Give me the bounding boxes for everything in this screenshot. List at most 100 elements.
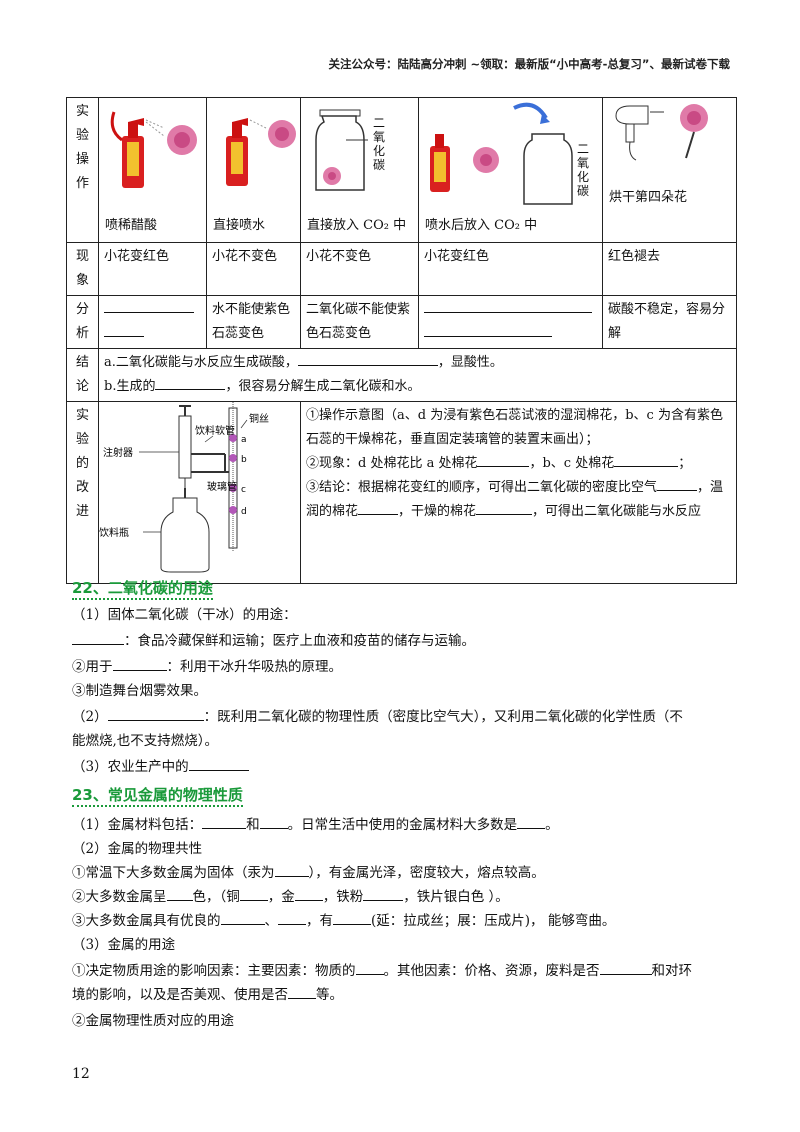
label-syringe: 注射器: [103, 446, 133, 459]
conclusion-cell: a.二氧化碳能与水反应生成碳酸，，显酸性。 b.生成的，很容易分解生成二氧化碳和…: [98, 348, 737, 402]
experiment-label: 喷稀醋酸: [105, 218, 158, 233]
experiment-table: 实验操作 喷稀醋酸 直接喷水: [66, 97, 737, 584]
experiment-label: 烘干第四朵花: [609, 190, 688, 205]
sec22-line-7: （3）农业生产中的: [72, 756, 732, 778]
sec23-line-7: ①决定物质用途的影响因素：主要因素：物质的。其他因素：价格、资源，废料是否和对环: [72, 960, 732, 982]
phenomenon-cell: 小花变红色: [418, 242, 603, 296]
answer-blank[interactable]: [477, 452, 530, 467]
row-head-improvement: 实验的改进: [66, 401, 99, 584]
improvement-diagram-cell: 注射器 饮料软管 铜丝 玻璃管 饮料瓶 a b c d: [98, 401, 301, 584]
label-a: a: [241, 435, 247, 445]
answer-blank[interactable]: [239, 886, 268, 901]
label-drink-bottle: 饮料瓶: [99, 526, 129, 539]
answer-blank[interactable]: [358, 500, 399, 515]
experiment-label: 喷水后放入 CO₂ 中: [425, 218, 538, 233]
sec22-line-6: 能燃烧,也不支持燃烧）。: [72, 733, 219, 749]
co2-bottle-label: 二氧化碳: [577, 142, 590, 198]
answer-blank[interactable]: [104, 322, 144, 337]
answer-blank[interactable]: [424, 298, 592, 313]
answer-blank[interactable]: [112, 656, 167, 671]
row-head-analysis: 分析: [66, 295, 99, 349]
improvement-apparatus-diagram: 注射器 饮料软管 铜丝 玻璃管 饮料瓶 a b c d: [99, 402, 269, 573]
co2-bottle-label: 二氧化碳: [373, 116, 386, 172]
co2-bottle-illustration: [315, 109, 368, 191]
spray-bottle-flower-illustration: [110, 111, 197, 188]
row-head-operation: 实验操作: [66, 97, 99, 243]
sec23-line-5: ③大多数金属具有优良的、，有(延：拉成丝；展：压成片)， 能够弯曲。: [72, 910, 732, 932]
sec23-line-1: （1）金属材料包括：和。日常生活中使用的金属材料大多数是。: [72, 814, 732, 836]
label-c: c: [241, 485, 246, 495]
sec22-line-3: ②用于：利用干冰升华吸热的原理。: [72, 656, 732, 678]
answer-blank[interactable]: [155, 375, 226, 390]
answer-blank[interactable]: [107, 706, 204, 721]
sec23-line-9: ②金属物理性质对应的用途: [72, 1013, 234, 1029]
analysis-row: 分析 水不能使紫色石蕊变色 二氧化碳不能使紫色石蕊变色 碳酸不稳定，容易分解: [66, 295, 737, 349]
analysis-blank-cell: [98, 295, 207, 349]
answer-blank[interactable]: [72, 630, 124, 645]
experiment-5: 烘干第四朵花: [602, 97, 737, 243]
answer-blank[interactable]: [104, 298, 194, 313]
analysis-cell: 碳酸不稳定，容易分解: [602, 295, 737, 349]
experiment-label: 直接放入 CO₂ 中: [307, 218, 407, 233]
spray-then-bottle-illustration: [430, 102, 573, 205]
answer-blank[interactable]: [363, 886, 404, 901]
experiment-label: 直接喷水: [213, 218, 266, 233]
answer-blank[interactable]: [288, 984, 316, 999]
phenomenon-cell: 小花不变色: [206, 242, 301, 296]
sec23-line-3: ①常温下大多数金属为固体（汞为），有金属光泽，密度较大，熔点较高。: [72, 862, 732, 884]
page-number: 12: [72, 1066, 90, 1082]
answer-blank[interactable]: [355, 960, 384, 975]
answer-blank[interactable]: [614, 452, 679, 467]
answer-blank[interactable]: [476, 500, 533, 515]
improvement-text-cell: ①操作示意图（a、d 为浸有紫色石蕊试液的湿润棉花，b、c 为含有紫色石蕊的干燥…: [300, 401, 737, 584]
label-copper-wire: 铜丝: [249, 413, 269, 425]
answer-blank[interactable]: [297, 351, 438, 366]
section-23-title: 23、常见金属的物理性质: [72, 784, 243, 807]
sec23-line-6: （3）金属的用途: [72, 937, 176, 953]
label-glass-tube: 玻璃管: [207, 480, 237, 493]
row-head-conclusion: 结论: [66, 348, 99, 402]
hairdryer-flower-illustration: [615, 104, 708, 161]
answer-blank[interactable]: [657, 476, 698, 491]
section-22-title: 22、二氧化碳的用途: [72, 577, 213, 600]
answer-blank[interactable]: [202, 814, 247, 829]
answer-blank[interactable]: [424, 322, 552, 337]
operation-row: 实验操作 喷稀醋酸 直接喷水: [66, 97, 737, 243]
analysis-cell: 水不能使紫色石蕊变色: [206, 295, 301, 349]
answer-blank[interactable]: [166, 886, 193, 901]
answer-blank[interactable]: [278, 910, 306, 925]
answer-blank[interactable]: [294, 886, 323, 901]
experiment-3: 二氧化碳 直接放入 CO₂ 中: [300, 97, 419, 243]
phenomenon-cell: 红色褪去: [602, 242, 737, 296]
sec23-line-2: （2）金属的物理共性: [72, 841, 203, 857]
sec22-line-4: ③制造舞台烟雾效果。: [72, 683, 207, 699]
phenomenon-cell: 小花变红色: [98, 242, 207, 296]
experiment-1: 喷稀醋酸: [98, 97, 207, 243]
answer-blank[interactable]: [599, 960, 652, 975]
sec22-line-5: （2）：既利用二氧化碳的物理性质（密度比空气大），又利用二氧化碳的化学性质（不: [72, 706, 732, 728]
label-drink-tube: 饮料软管: [195, 424, 235, 437]
improvement-row: 实验的改进: [66, 401, 737, 584]
answer-blank[interactable]: [259, 814, 288, 829]
row-head-phenomenon: 现象: [66, 242, 99, 296]
sec23-line-4: ②大多数金属呈色，（铜，金，铁粉，铁片银白色 ）。: [72, 886, 732, 908]
answer-blank[interactable]: [188, 756, 249, 771]
spray-bottle-flower-illustration: [226, 118, 296, 186]
analysis-cell: 二氧化碳不能使紫色石蕊变色: [300, 295, 419, 349]
experiment-4: 二氧化碳 喷水后放入 CO₂ 中: [418, 97, 603, 243]
sec22-line-2: ：食品冷藏保鲜和运输；医疗上血液和疫苗的储存与运输。: [72, 630, 732, 652]
sec23-line-8: 境的影响，以及是否美观、使用是否等。: [72, 984, 732, 1006]
sec22-line-1: （1）固体二氧化碳（干冰）的用途：: [72, 607, 297, 623]
analysis-blank-cell: [418, 295, 603, 349]
conclusion-row: 结论 a.二氧化碳能与水反应生成碳酸，，显酸性。 b.生成的，很容易分解生成二氧…: [66, 348, 737, 402]
page-header: 关注公众号：陆陆高分冲刺 ~领取：最新版“小中高考-总复习”、最新试卷下载: [328, 57, 730, 71]
answer-blank[interactable]: [517, 814, 546, 829]
label-d: d: [241, 507, 247, 517]
answer-blank[interactable]: [333, 910, 371, 925]
phenomenon-cell: 小花不变色: [300, 242, 419, 296]
experiment-2: 直接喷水: [206, 97, 301, 243]
answer-blank[interactable]: [220, 910, 265, 925]
phenomenon-row: 现象 小花变红色 小花不变色 小花不变色 小花变红色 红色褪去: [66, 242, 737, 296]
label-b: b: [241, 455, 247, 465]
answer-blank[interactable]: [274, 862, 309, 877]
